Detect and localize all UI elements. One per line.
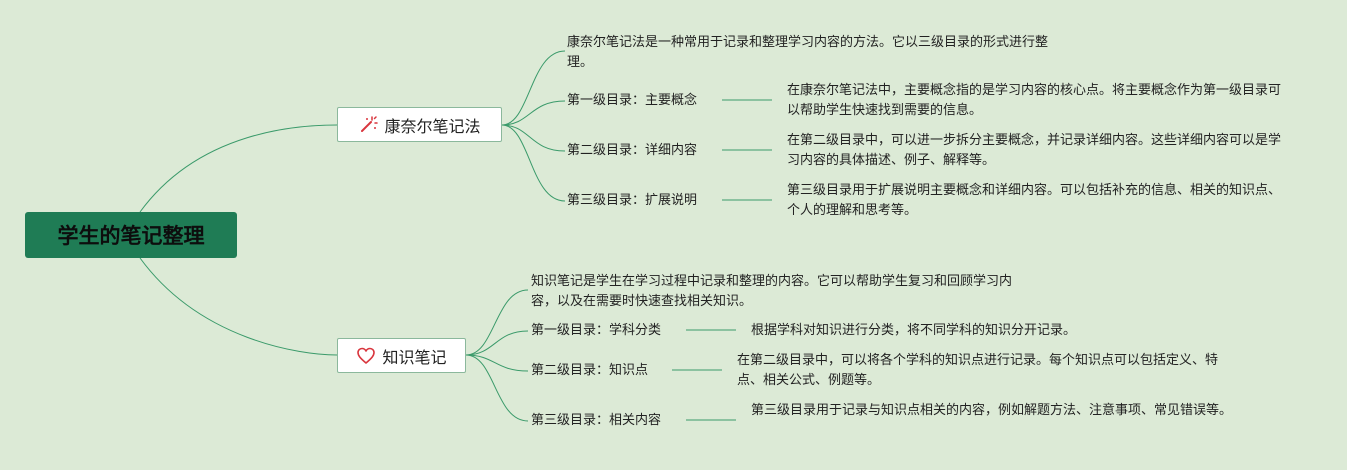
connector-b2-item-3 [465, 354, 529, 422]
branch-intro-knowledge: 知识笔记是学生在学习过程中记录和整理的内容。它可以帮助学生复习和回顾学习内容，以… [531, 274, 1013, 309]
detail-cornell-level-2: 在第二级目录中，可以进一步拆分主要概念，并记录详细内容。这些详细内容可以是学习内… [787, 133, 1282, 168]
list-item-cornell-level-1: 第一级目录：主要概念 [567, 93, 698, 108]
root-topic[interactable]: 学生的笔记整理 [25, 212, 237, 258]
connector-b2-item-2 [465, 354, 529, 372]
connector-b1-intro [501, 50, 566, 126]
connector-b1-item-2 [501, 124, 566, 152]
list-item-cornell-level-3: 第三级目录：扩展说明 [567, 193, 698, 208]
list-item-knowledge-level-1: 第一级目录：学科分类 [531, 323, 662, 338]
branch-label: 康奈尔笔记法 [384, 116, 481, 136]
connector-root-branch-2 [139, 257, 338, 356]
branch-cornell-notes[interactable]: 康奈尔笔记法 [337, 107, 502, 142]
detail-knowledge-level-3: 第三级目录用于记录与知识点相关的内容，例如解题方法、注意事项、常见错误等。 [751, 403, 1233, 418]
list-item-cornell-level-2: 第二级目录：详细内容 [567, 143, 698, 158]
connector-root-branch-1 [139, 124, 338, 213]
branch-intro-cornell: 康奈尔笔记法是一种常用于记录和整理学习内容的方法。它以三级目录的形式进行整理。 [567, 35, 1049, 70]
connector-b1-item-3 [501, 124, 566, 202]
branch-label: 知识笔记 [382, 347, 447, 367]
detail-knowledge-level-2: 在第二级目录中，可以将各个学科的知识点进行记录。每个知识点可以包括定义、特点、相… [737, 353, 1219, 388]
list-item-knowledge-level-2: 第二级目录：知识点 [531, 363, 649, 378]
list-item-knowledge-level-3: 第三级目录：相关内容 [531, 413, 662, 428]
detail-knowledge-level-1: 根据学科对知识进行分类，将不同学科的知识分开记录。 [751, 323, 1077, 338]
heart-icon [356, 346, 376, 366]
branch-knowledge-notes[interactable]: 知识笔记 [337, 338, 466, 373]
detail-cornell-level-1: 在康奈尔笔记法中，主要概念指的是学习内容的核心点。将主要概念作为第一级目录可以帮… [787, 83, 1282, 118]
magic-wand-icon [358, 115, 379, 135]
root-title: 学生的笔记整理 [57, 224, 205, 248]
connector-b2-intro [465, 289, 529, 356]
connector-b1-item-1 [501, 100, 566, 126]
connector-b2-item-1 [465, 330, 529, 356]
detail-cornell-level-3: 第三级目录用于扩展说明主要概念和详细内容。可以包括补充的信息、相关的知识点、个人… [787, 183, 1282, 218]
